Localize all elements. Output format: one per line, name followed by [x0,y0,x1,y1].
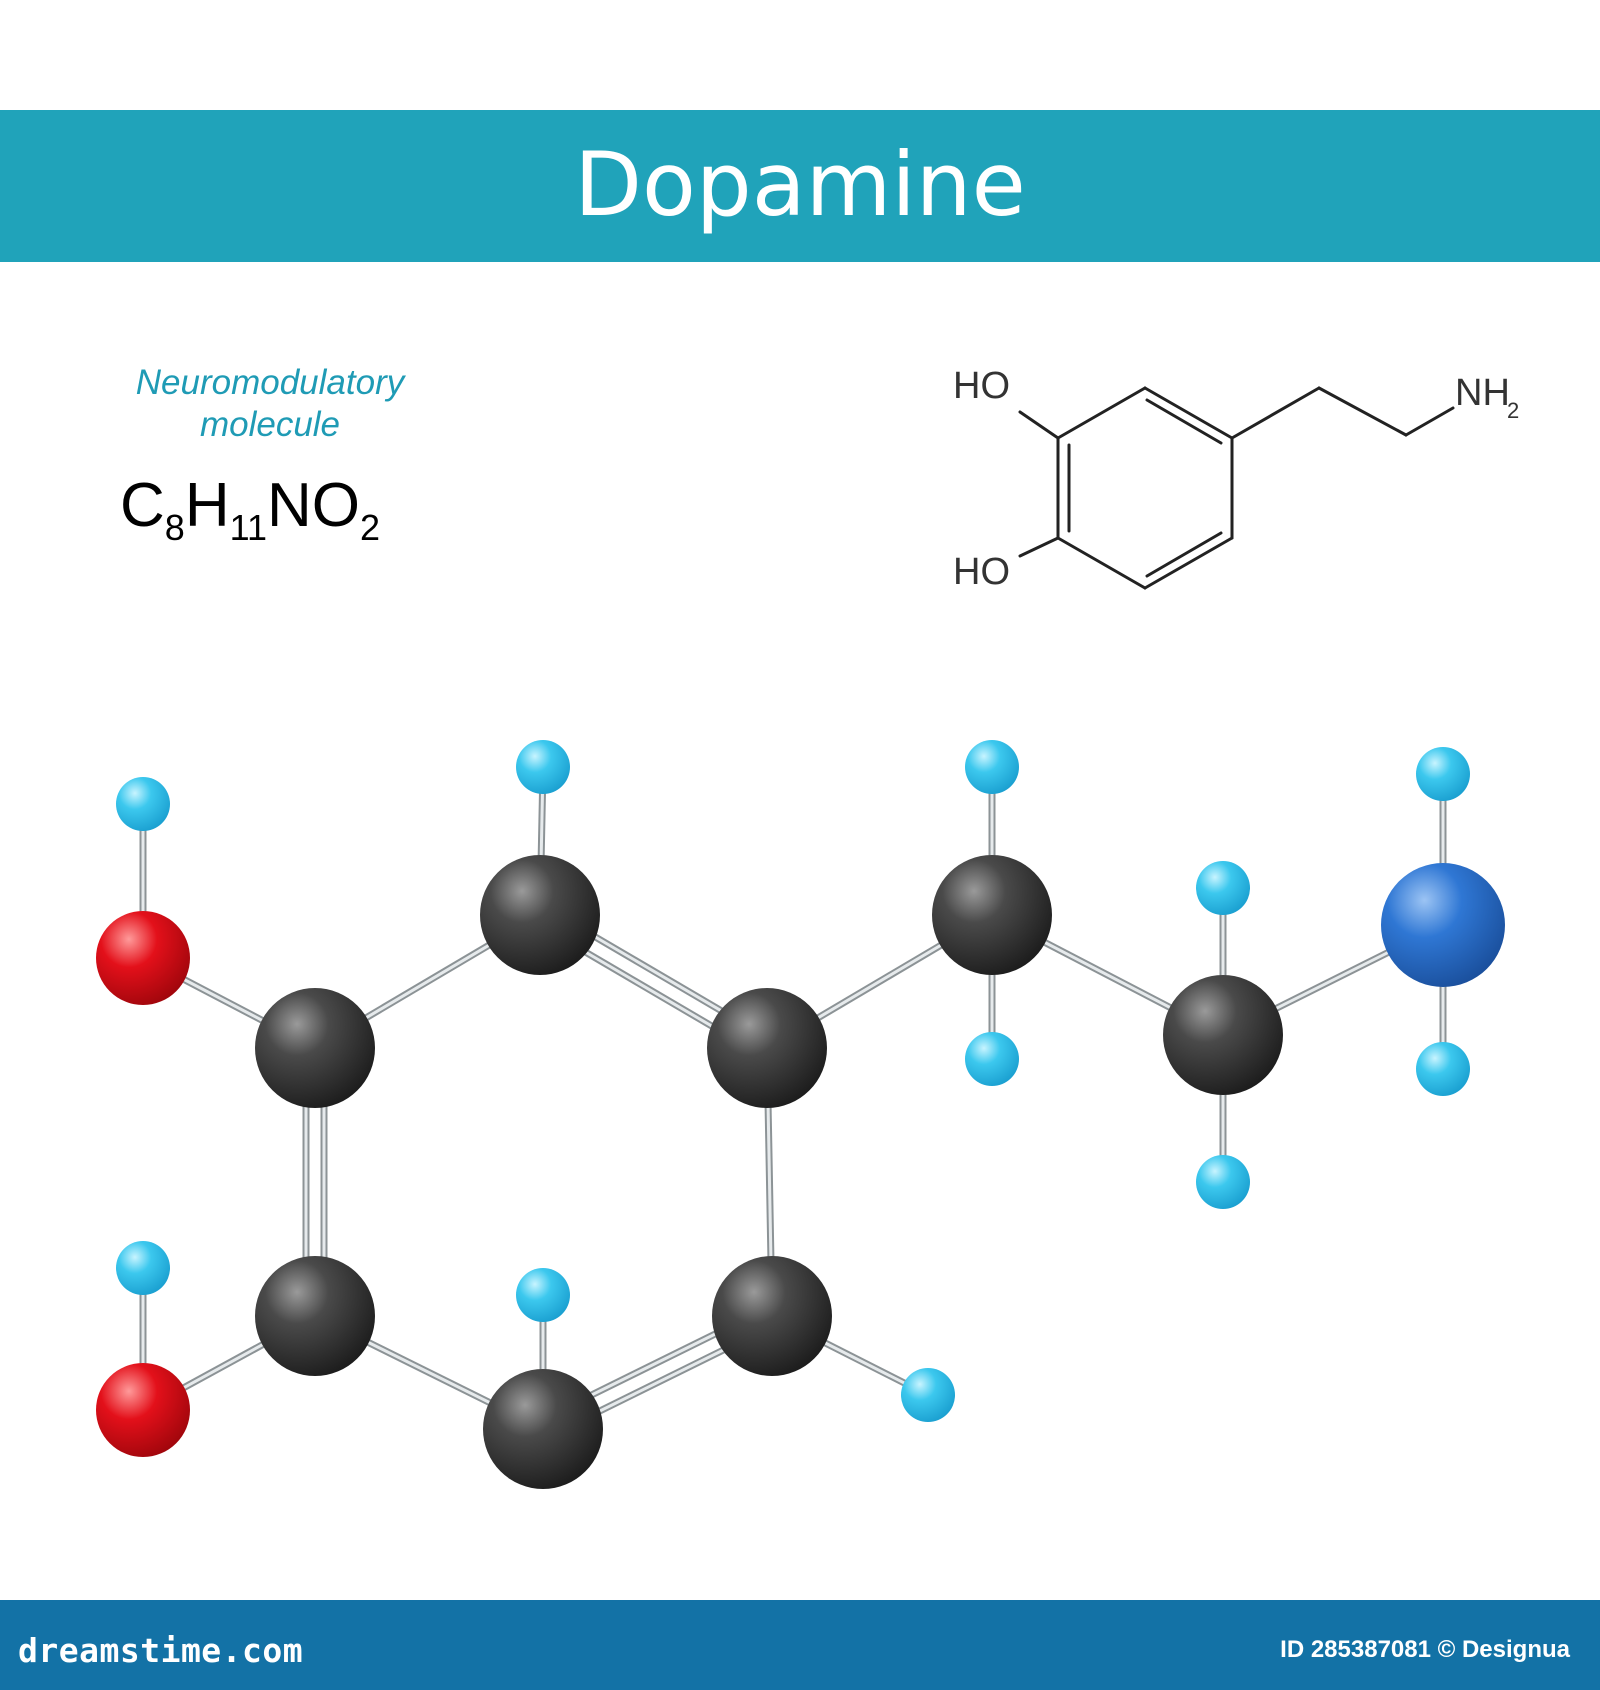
skeletal-bond [1143,536,1234,590]
skeletal-bond [1056,536,1147,590]
carbon-atom [255,988,375,1108]
skeletal-formula [1018,386,1455,590]
hydrogen-atom [516,740,570,794]
skeletal-label-ho-top: HO [953,365,1010,407]
hydrogen-atom [965,1032,1019,1086]
hydrogen-atom [1416,747,1470,801]
ball-stick-atoms [96,740,1505,1489]
skeletal-oh-bond [1018,536,1060,558]
hydrogen-atom [516,1268,570,1322]
oxygen-atom [96,911,190,1005]
hydrogen-atom [901,1368,955,1422]
footer-band [0,1600,1600,1690]
skeletal-oh-bond [1018,410,1060,440]
hydrogen-atom [1196,1155,1250,1209]
molecular-formula: C8H11NO2 [120,470,380,564]
hydrogen-atom [1196,861,1250,915]
formula-carbon: C [120,471,165,540]
hydrogen-atom [116,1241,170,1295]
nitrogen-atom [1381,863,1505,987]
carbon-atom [932,855,1052,975]
carbon-atom [707,988,827,1108]
oxygen-atom [96,1363,190,1457]
title-band [0,110,1600,262]
formula-oxygen-count: 2 [359,507,380,548]
description-line-2: molecule [199,405,341,444]
carbon-atom [1163,975,1283,1095]
skeletal-label-nh-subscript: 2 [1507,398,1519,423]
formula-hydrogen-count: 11 [229,507,267,548]
hydrogen-atom [1416,1042,1470,1096]
page-title: Dopamine [574,133,1026,236]
description-line-1: Neuromodulatory [135,363,405,402]
formula-hydrogen: H [184,471,230,540]
skeletal-chain-bond [1404,406,1455,437]
footer-image-id: ID 285387081 © Designua [1280,1636,1570,1663]
formula-nitrogen-oxygen: NO [266,471,360,540]
footer-site-name: dreamstime.com [18,1631,304,1670]
skeletal-label-nh: NH [1455,372,1510,414]
skeletal-bond [1143,386,1234,440]
carbon-atom [483,1369,603,1489]
skeletal-label-ho-bottom: HO [953,551,1010,593]
skeletal-double-bond [1145,531,1223,578]
hydrogen-atom [965,740,1019,794]
hydrogen-atom [116,777,170,831]
skeletal-bond [1056,386,1147,440]
skeletal-double-bond [1145,398,1223,445]
carbon-atom [255,1256,375,1376]
formula-carbon-count: 8 [164,507,185,548]
molecule-description: Neuromodulatory molecule [100,362,440,446]
skeletal-chain-bond [1317,386,1408,437]
carbon-atom [480,855,600,975]
molecule-illustration: HO HO NH 2 [96,365,1519,1489]
carbon-atom [712,1256,832,1376]
skeletal-chain-bond [1230,386,1321,440]
